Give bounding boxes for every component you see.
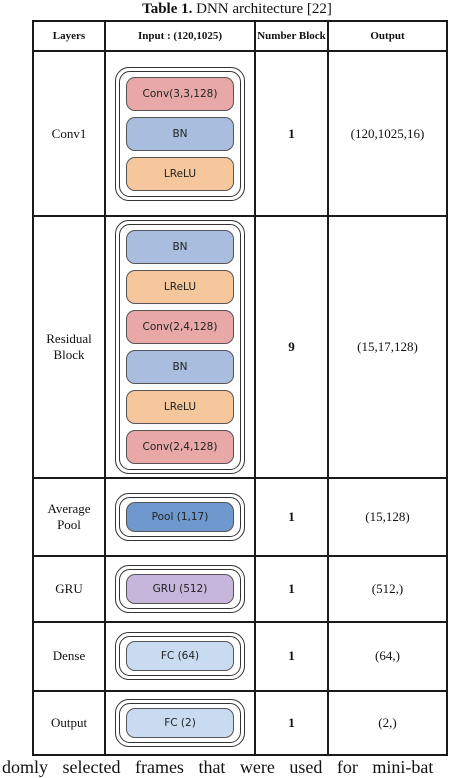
number-block-value: 1 xyxy=(254,477,329,557)
output-shape: (15,17,128) xyxy=(327,215,448,480)
pool-layer-box: Pool (1,17) xyxy=(126,502,234,533)
block-diagram-cell: GRU (512) xyxy=(104,554,256,623)
fc-layer-box: FC (64) xyxy=(126,641,234,672)
header-layers: Layers xyxy=(32,19,106,53)
output-shape: (2,) xyxy=(327,689,448,757)
table-row: Dense FC (64) 1 (64,) xyxy=(32,620,448,692)
caption-label: Table 1. xyxy=(142,1,193,17)
block-diagram-cell: FC (2) xyxy=(104,689,256,757)
output-shape: (512,) xyxy=(327,554,448,623)
header-number-block: Number Block xyxy=(254,19,329,53)
block-diagram-cell: BN LReLU Conv(2,4,128) BN LReLU Conv(2,4… xyxy=(104,215,256,480)
header-output: Output xyxy=(327,19,448,53)
table-row: Conv1 Conv(3,3,128) BN LReLU 1 (120,1025… xyxy=(32,50,448,218)
block-group: Conv(3,3,128) BN LReLU xyxy=(115,66,245,201)
block-diagram-cell: FC (64) xyxy=(104,620,256,692)
layer-name: Average Pool xyxy=(32,477,106,557)
gru-layer-box: GRU (512) xyxy=(126,573,234,604)
header-input: Input : (120,1025) xyxy=(104,19,256,53)
block-group: FC (64) xyxy=(115,632,245,681)
bn-layer-box: BN xyxy=(126,350,234,385)
fc-layer-box: FC (2) xyxy=(126,707,234,738)
output-shape: (120,1025,16) xyxy=(327,50,448,218)
block-group: FC (2) xyxy=(115,698,245,747)
lrelu-layer-box: LReLU xyxy=(126,270,234,305)
conv-layer-box: Conv(2,4,128) xyxy=(126,430,234,465)
layer-name: Dense xyxy=(32,620,106,692)
body-text-fragment: domly selected frames that were used for… xyxy=(2,757,434,777)
conv-layer-box: Conv(2,4,128) xyxy=(126,310,234,345)
lrelu-layer-box: LReLU xyxy=(126,156,234,191)
conv-layer-box: Conv(3,3,128) xyxy=(126,76,234,111)
block-diagram-cell: Conv(3,3,128) BN LReLU xyxy=(104,50,256,218)
table-row: Average Pool Pool (1,17) 1 (15,128) xyxy=(32,477,448,557)
number-block-value: 1 xyxy=(254,50,329,218)
header-row: Layers Input : (120,1025) Number Block O… xyxy=(32,19,448,53)
layer-name: Conv1 xyxy=(32,50,106,218)
layer-name: Residual Block xyxy=(32,215,106,480)
number-block-value: 9 xyxy=(254,215,329,480)
bn-layer-box: BN xyxy=(126,230,234,265)
number-block-value: 1 xyxy=(254,554,329,623)
block-group: Pool (1,17) xyxy=(115,493,245,542)
layer-name: Output xyxy=(32,689,106,757)
block-group: GRU (512) xyxy=(115,564,245,613)
layer-name: GRU xyxy=(32,554,106,623)
number-block-value: 1 xyxy=(254,620,329,692)
number-block-value: 1 xyxy=(254,689,329,757)
block-diagram-cell: Pool (1,17) xyxy=(104,477,256,557)
block-group: BN LReLU Conv(2,4,128) BN LReLU Conv(2,4… xyxy=(115,220,245,475)
table-row: Output FC (2) 1 (2,) xyxy=(32,689,448,757)
lrelu-layer-box: LReLU xyxy=(126,390,234,425)
output-shape: (64,) xyxy=(327,620,448,692)
table-row: GRU GRU (512) 1 (512,) xyxy=(32,554,448,623)
architecture-table: Layers Input : (120,1025) Number Block O… xyxy=(32,19,448,757)
caption-text: DNN architecture [22] xyxy=(196,1,332,17)
bn-layer-box: BN xyxy=(126,116,234,151)
table-caption: Table 1. DNN architecture [22] xyxy=(0,0,474,20)
table-row: Residual Block BN LReLU Conv(2,4,128) BN… xyxy=(32,215,448,480)
output-shape: (15,128) xyxy=(327,477,448,557)
